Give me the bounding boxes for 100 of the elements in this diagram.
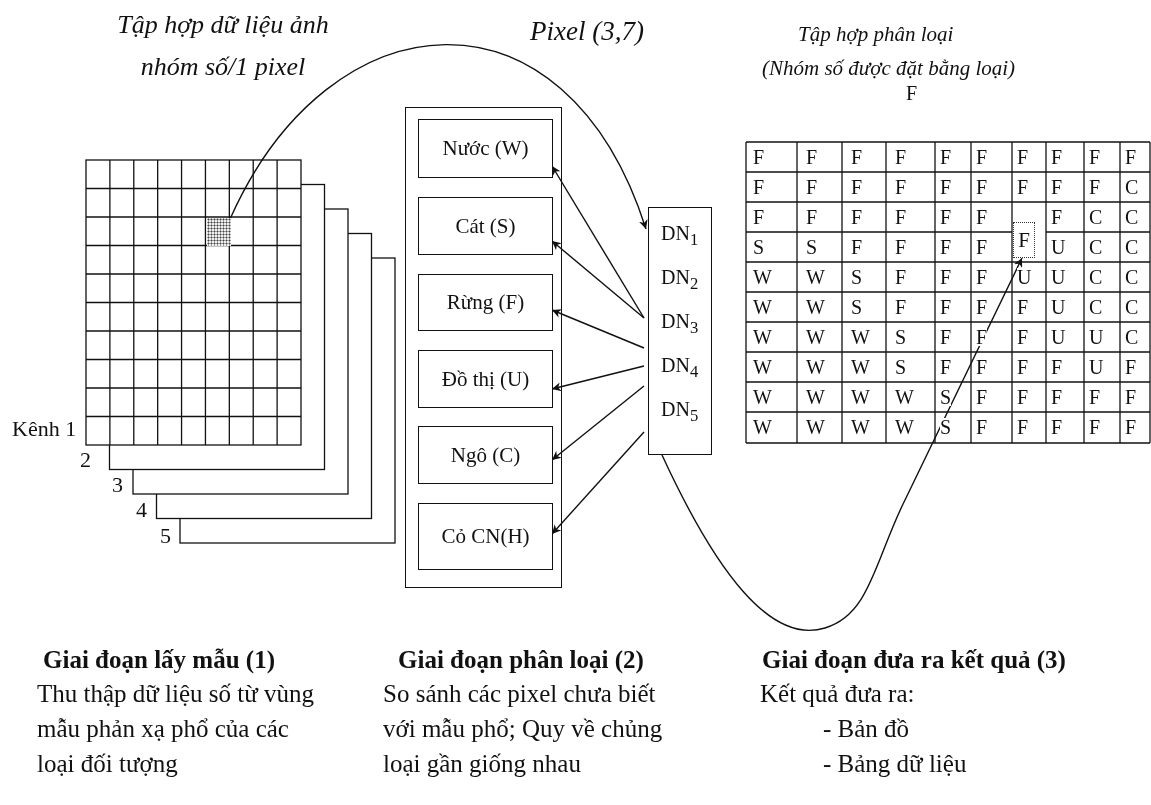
cell-value: F [940, 358, 952, 376]
cell-value: F [1017, 418, 1029, 436]
cell-value: F [806, 178, 818, 196]
cell-value: C [1089, 238, 1103, 256]
cell-value: C [1125, 238, 1139, 256]
arrow [551, 240, 645, 319]
signature-label: DN$_{2}$ [661, 266, 699, 295]
cell-value: U [1089, 358, 1104, 376]
cell-value: C [1125, 208, 1139, 226]
band-number: 3 [112, 472, 123, 498]
cell-value: W [806, 328, 825, 346]
arrow [551, 385, 645, 461]
cell-value: F [1017, 388, 1029, 406]
cell-value: S [940, 388, 952, 406]
cell-value: U [1051, 268, 1066, 286]
class-box [418, 426, 553, 484]
cell-value: C [1089, 268, 1103, 286]
stage-description: So sánh các pixel chưa biết với mẫu phổ; Quy về chủng loại gần giống nhau [383, 679, 664, 779]
cell-value: F [1051, 148, 1063, 166]
cell-value: F [753, 208, 765, 226]
class-box [418, 119, 553, 178]
cell-value: F [1051, 388, 1063, 406]
list-item: Kết quả đưa ra: [760, 679, 915, 709]
class-name: Cát (S) [455, 213, 516, 239]
class-name: Cỏ CN(H) [441, 524, 530, 549]
stage-heading: Giai đoạn lấy mẫu (1) [43, 646, 275, 674]
cell-value: F [1125, 148, 1137, 166]
cell-value: F [895, 148, 907, 166]
group-heading: Tập hợp dữ liệu ảnh nhóm số/1 pixel [116, 9, 330, 83]
cell-value: F [976, 178, 988, 196]
cell-value: F [1089, 418, 1101, 436]
cell-value: W [851, 418, 870, 436]
cell-value: C [1089, 298, 1103, 316]
cell-value: W [806, 268, 825, 286]
signature-label: DN$_{4}$ [661, 354, 699, 383]
cell-value: W [806, 298, 825, 316]
cell-value: S [895, 358, 907, 376]
cell-value: F [940, 298, 952, 316]
cell-value: F [806, 208, 818, 226]
cell-value: F [1089, 388, 1101, 406]
cell-value: F [895, 238, 907, 256]
cell-value: W [753, 268, 772, 286]
cell-value: F [851, 178, 863, 196]
cell-value: F [976, 388, 988, 406]
list-item: - Bản đồ [823, 714, 910, 744]
signature-label: DN$_{1}$ [661, 222, 699, 251]
cell-value: F [1051, 358, 1063, 376]
cell-value: S [851, 298, 863, 316]
cell-value: F [851, 148, 863, 166]
cell-value: W [806, 358, 825, 376]
cell-value: F [940, 178, 952, 196]
class-box [418, 274, 553, 331]
cell-value: S [940, 418, 952, 436]
arrow [661, 257, 1023, 632]
cell-value: F [851, 238, 863, 256]
cell-value: F [976, 268, 988, 286]
cell-value: F [895, 268, 907, 286]
cell-value: W [753, 358, 772, 376]
signature-label: DN$_{5}$ [661, 398, 699, 427]
band-number: 2 [80, 447, 91, 473]
arrow [229, 43, 647, 230]
group-heading: Tập hợp phân loại [798, 22, 954, 47]
stage-heading: Giai đoạn phân loại (2) [398, 646, 644, 674]
cell-value: C [1125, 328, 1139, 346]
cell-value: F [1089, 178, 1101, 196]
cell-value: F [976, 208, 988, 226]
cell-value: F [851, 208, 863, 226]
signature-box [648, 207, 712, 455]
arrow [551, 431, 645, 535]
cell-value: F [753, 178, 765, 196]
cell-value: U [1051, 298, 1066, 316]
cell-value: C [1125, 268, 1139, 286]
stage-heading: Giai đoạn đưa ra kết quả (3) [762, 646, 1066, 674]
arrow [551, 309, 645, 349]
cell-value: F [906, 84, 918, 102]
cell-value: F [806, 148, 818, 166]
cell-value: F [1125, 418, 1137, 436]
cell-value: W [753, 418, 772, 436]
class-name: Ngô (C) [450, 442, 521, 468]
cell-value: F [1017, 148, 1029, 166]
cell-value: F [1051, 208, 1063, 226]
cell-value: F [976, 298, 988, 316]
cell-value: F [940, 148, 952, 166]
arrow [551, 165, 645, 319]
cell-value: C [1125, 178, 1139, 196]
cell-value: F [976, 358, 988, 376]
cell-value: F [940, 238, 952, 256]
cell-value: W [753, 298, 772, 316]
cell-value: C [1125, 298, 1139, 316]
cell-value: W [851, 328, 870, 346]
class-list-panel [405, 107, 562, 588]
band-number: Kênh 1 [12, 416, 77, 442]
class-name: Nước (W) [442, 136, 529, 161]
cell-value: W [806, 418, 825, 436]
class-name: Đồ thị (U) [441, 366, 530, 392]
cell-value: F [1125, 358, 1137, 376]
cell-value: F [1018, 229, 1030, 251]
cell-value: W [895, 418, 914, 436]
cell-value: W [895, 388, 914, 406]
class-name: Rừng (F) [446, 290, 525, 315]
